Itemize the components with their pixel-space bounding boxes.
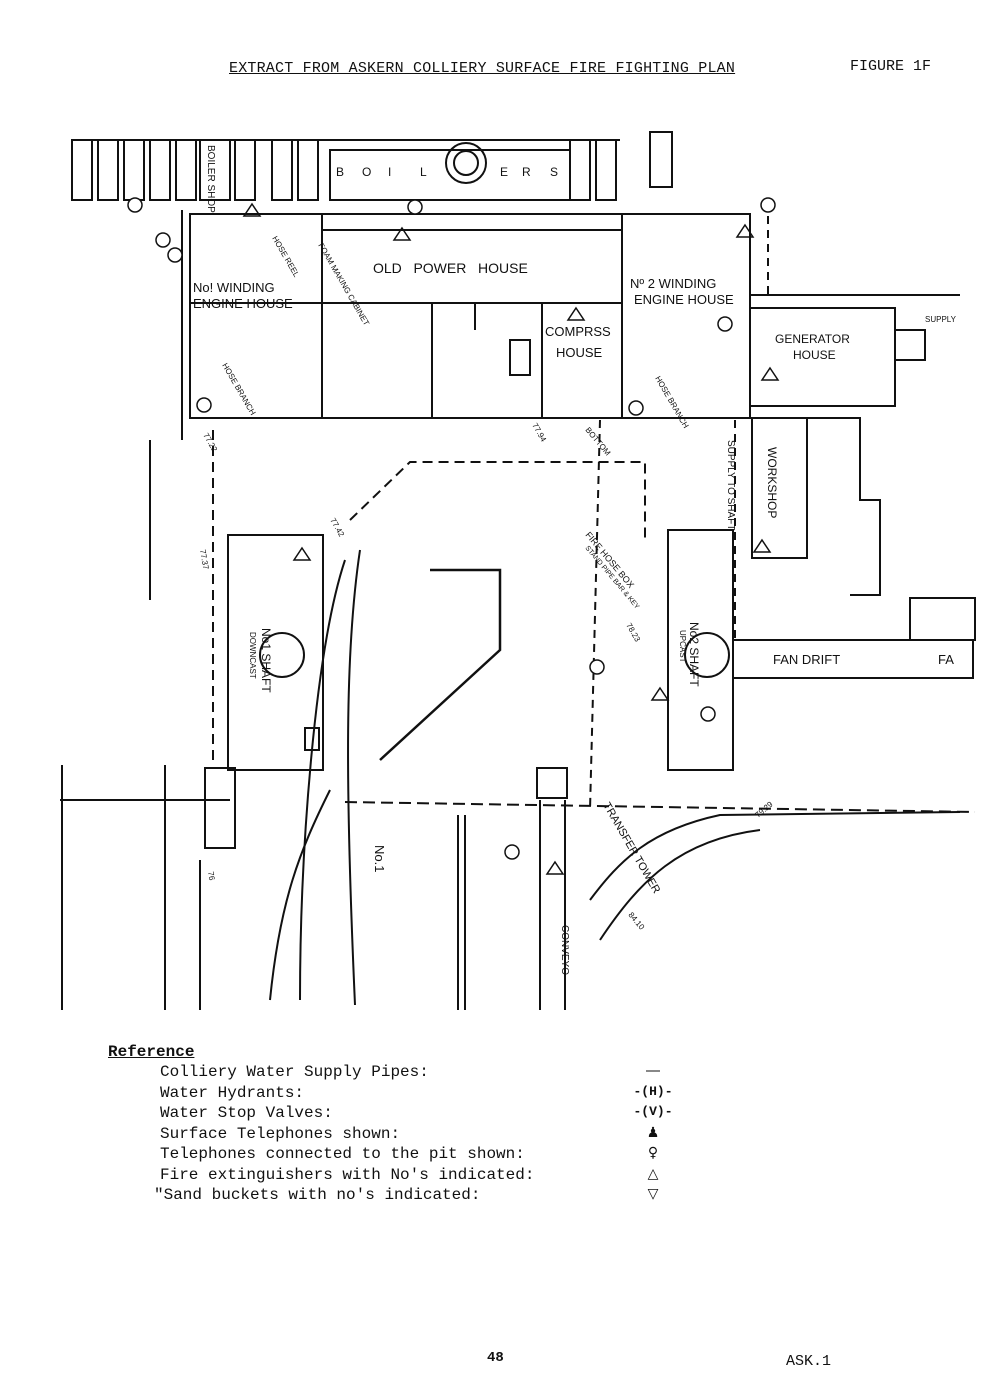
- bottom-label: BOTTOM: [583, 426, 612, 458]
- telephone-icon: ♟: [646, 1124, 660, 1141]
- hydrant-icon: -(H)-: [633, 1083, 673, 1099]
- fan-drift-label: FAN DRIFT: [773, 652, 840, 667]
- sand-bucket-icon: ▽: [647, 1186, 659, 1202]
- document-code: ASK.1: [786, 1353, 832, 1370]
- boiler-letter: R: [522, 165, 531, 179]
- generator-house-label: GENERATOR: [775, 332, 850, 346]
- legend-label: Surface Telephones shown:: [160, 1124, 401, 1143]
- reference-heading: Reference: [108, 1043, 195, 1061]
- legend-row: Telephones connected to the pit shown: ♀: [108, 1145, 658, 1166]
- legend-label: Water Hydrants:: [160, 1083, 305, 1102]
- figure-label: FIGURE 1F: [850, 58, 932, 75]
- level-label: 84.10: [626, 911, 646, 933]
- pipe-line-icon: ―: [646, 1063, 660, 1079]
- plan-lines: [60, 131, 976, 1010]
- legend-label: Telephones connected to the pit shown:: [160, 1145, 525, 1163]
- page-number: 48: [487, 1350, 504, 1366]
- level-label: 79.29: [754, 799, 776, 819]
- hose-branch-label-2: HOSE BRANCH: [653, 375, 690, 431]
- boiler-shop: [199, 139, 231, 201]
- compressor-house-label-2: HOUSE: [556, 345, 603, 360]
- boiler-letter: E: [500, 165, 508, 179]
- hose-branch-label: HOSE BRANCH: [220, 362, 257, 418]
- legend-label: Colliery Water Supply Pipes:: [160, 1063, 429, 1081]
- no2-winding-label-2: ENGINE HOUSE: [634, 292, 734, 307]
- boiler-bays: [71, 139, 617, 201]
- level-label: 77.42: [328, 517, 346, 539]
- boiler-letter: O: [362, 165, 371, 179]
- boiler-letter: S: [550, 165, 558, 179]
- reference-legend: Reference Colliery Water Supply Pipes: ―…: [108, 1043, 673, 1207]
- no1-winding-label: No! WINDING: [193, 280, 275, 295]
- no1-road-label: No.1: [372, 845, 387, 872]
- foam-cabinet-label: FOAM MAKING CABINET: [316, 242, 371, 328]
- old-power-house-label: OLD POWER HOUSE: [373, 260, 528, 276]
- legend-row: Fire extinguishers with No's indicated: …: [108, 1166, 658, 1187]
- fire-hose-box-label: FIRE HOSE BOX: [583, 530, 636, 590]
- fan-drift-label-2: FA: [938, 652, 954, 667]
- legend-label: "Sand buckets with no's indicated:: [154, 1186, 481, 1204]
- document-title: EXTRACT FROM ASKERN COLLIERY SURFACE FIR…: [229, 60, 736, 77]
- legend-row: Water Hydrants: -(H)-: [108, 1084, 673, 1105]
- boiler-letter: I: [388, 165, 391, 179]
- legend-row: Surface Telephones shown: ♟: [108, 1125, 659, 1146]
- legend-label: Fire extinguishers with No's indicated:: [160, 1165, 535, 1184]
- workshop-label: WORKSHOP: [765, 447, 779, 518]
- generator-house-label-2: HOUSE: [793, 348, 836, 362]
- conveyor-label: CONVEYO: [559, 925, 570, 975]
- supply-to-shaft-label: SUPPLY TO SHAFT: [725, 440, 736, 530]
- downcast-label: DOWNCAST: [248, 632, 257, 679]
- level-label: 78.23: [624, 622, 642, 644]
- legend-label: Water Stop Valves:: [160, 1104, 333, 1122]
- level-label: 76: [206, 871, 217, 882]
- site-plan: B O I L E R S BOILER SHOP OLD POWER HOUS…: [60, 131, 976, 1010]
- compressor-house-label: COMPRSS: [545, 324, 611, 339]
- legend-row: "Sand buckets with no's indicated: ▽: [108, 1186, 658, 1207]
- fire-extinguisher-icon: △: [647, 1165, 659, 1182]
- transfer-tower-label: TRANSFER TOWER: [600, 801, 662, 896]
- level-label: 77.37: [198, 549, 210, 571]
- extinguisher-symbols: [242, 202, 780, 875]
- boiler-letter: L: [420, 165, 427, 179]
- no1-shaft-label: No1 SHAFT: [259, 628, 273, 693]
- no1-winding-label-2: ENGINE HOUSE: [193, 296, 293, 311]
- no2-shaft-label: No2 SHAFT: [687, 622, 701, 687]
- no2-winding-label: Nº 2 WINDING: [630, 276, 716, 291]
- boiler-shop-label: BOILER SHOP: [205, 145, 216, 213]
- level-label: 77.22: [201, 432, 219, 454]
- legend-row: Water Stop Valves: -(V)-: [108, 1104, 673, 1125]
- upcast-label: UPCAST: [678, 630, 687, 663]
- hose-reel-label: HOSE REEL: [270, 235, 301, 280]
- level-label: 77.94: [530, 422, 548, 444]
- boiler-letter: B: [336, 165, 344, 179]
- supply-label: SUPPLY: [925, 315, 957, 324]
- legend-row: Colliery Water Supply Pipes: ―: [108, 1063, 660, 1084]
- stop-valve-icon: -(V)-: [633, 1104, 673, 1119]
- hydrant-symbols: [127, 197, 776, 860]
- pit-telephone-icon: ♀: [647, 1145, 659, 1161]
